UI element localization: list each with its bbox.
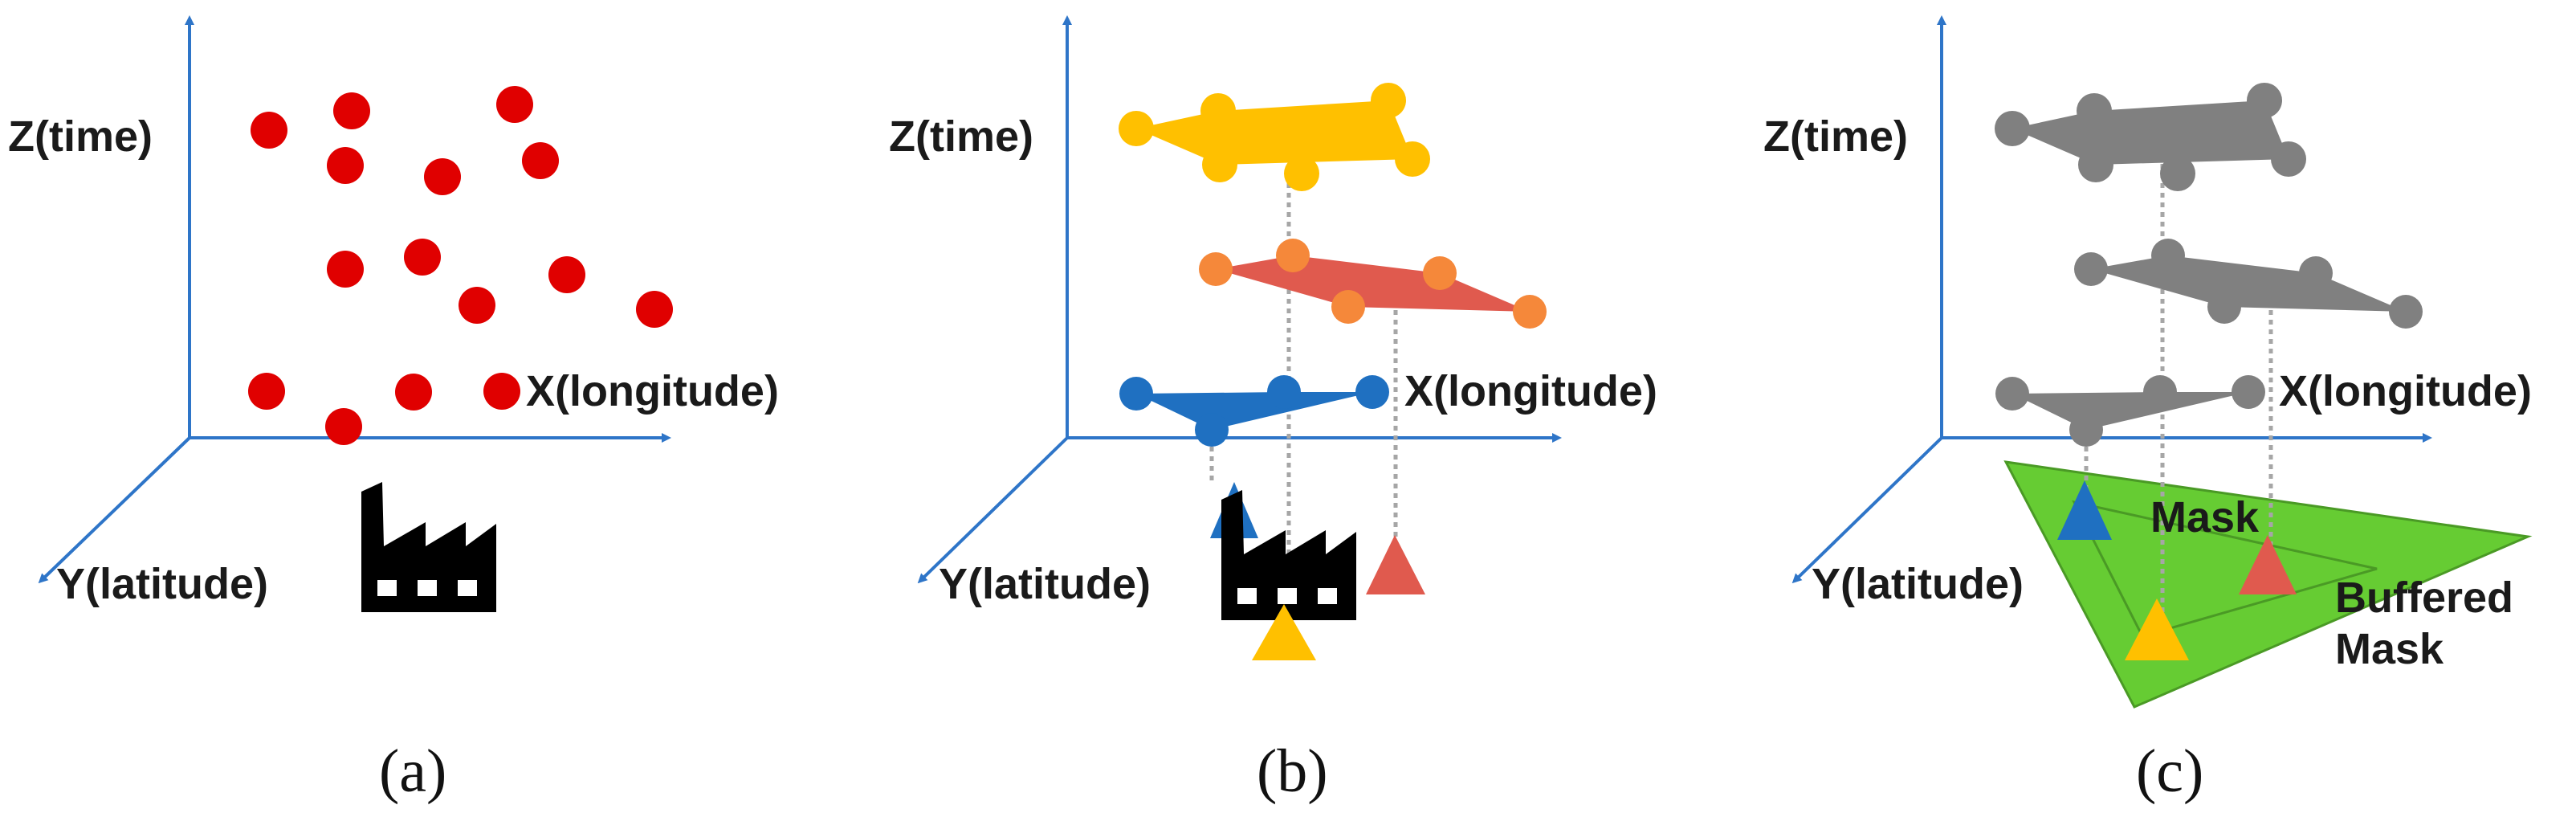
buffered-mask-label-line2: Mask [2335, 625, 2444, 673]
layer-bottom [1995, 375, 2265, 447]
data-point [395, 374, 432, 411]
y-axis [917, 436, 1069, 584]
data-points [248, 86, 673, 445]
z-axis-label: Z(time) [889, 112, 1033, 161]
panel-caption: (c) [2136, 737, 2203, 805]
panel-b-diagram: Z(time) X(longitude) Y(latitude) [889, 15, 1657, 805]
factory-icon [361, 482, 496, 612]
y-axis [1791, 436, 1943, 584]
panel-a-diagram: Z(time) X(longitude) Y(latitude) [8, 15, 779, 805]
triangle-red [2239, 535, 2297, 594]
panel-a: Z(time) X(longitude) Y(latitude) [0, 0, 858, 817]
buffered-mask-label-line1: Buffered [2335, 574, 2513, 622]
y-axis-label: Y(latitude) [56, 560, 268, 608]
data-point [404, 239, 441, 276]
layer-middle [1199, 239, 1547, 329]
data-point [248, 373, 285, 410]
triangle-yellow [1252, 604, 1316, 660]
y-axis-label: Y(latitude) [1812, 560, 2024, 608]
mask-label: Mask [2150, 493, 2260, 541]
data-point [522, 142, 559, 179]
panel-c-diagram: Z(time) X(longitude) Y(latitude) [1763, 15, 2533, 805]
data-point [483, 373, 520, 410]
panel-caption: (b) [1257, 737, 1328, 805]
x-axis-label: X(longitude) [2279, 367, 2532, 415]
y-axis [38, 436, 191, 584]
panel-caption: (a) [379, 737, 446, 805]
z-axis-label: Z(time) [1763, 112, 1908, 161]
panel-b: Z(time) X(longitude) Y(latitude) [858, 0, 1717, 817]
layer-top [1995, 83, 2306, 191]
z-axis-label: Z(time) [8, 112, 153, 161]
data-point [496, 86, 533, 123]
data-point [327, 251, 364, 288]
data-point [636, 291, 673, 328]
triangle-blue [2057, 480, 2112, 540]
factory-icon [1221, 490, 1356, 620]
y-axis-label: Y(latitude) [939, 560, 1151, 608]
data-point [327, 147, 364, 184]
triangle-yellow [2125, 598, 2189, 660]
data-point [459, 287, 495, 324]
data-point [325, 408, 362, 445]
layer-middle [2074, 239, 2423, 329]
layer-top [1119, 83, 1430, 191]
mask-outline [2072, 500, 2378, 638]
data-point [548, 256, 585, 293]
x-axis-label: X(longitude) [1404, 367, 1657, 415]
triangle-red [1366, 535, 1425, 594]
x-axis-label: X(longitude) [526, 367, 779, 415]
data-point [251, 112, 287, 149]
data-point [424, 158, 461, 195]
panel-c: Z(time) X(longitude) Y(latitude) [1717, 0, 2575, 817]
data-point [333, 92, 370, 129]
layer-bottom [1119, 375, 1389, 447]
